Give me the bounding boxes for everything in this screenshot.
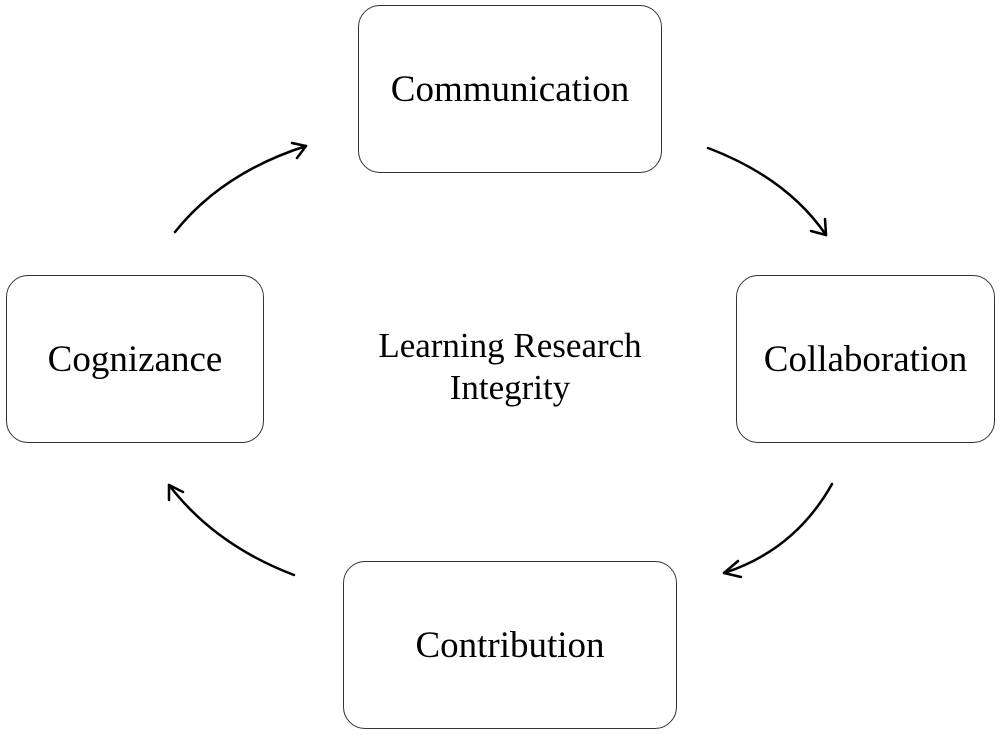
center-title: Learning Research Integrity [330,325,690,409]
arrow-collaboration-to-contribution [722,482,834,579]
arrow-contribution-to-cognizance [167,483,296,577]
node-collaboration: Collaboration [736,275,995,443]
arrow-cognizance-to-communication [173,141,308,234]
arrow-communication-to-collaboration [706,146,828,237]
node-cognizance: Cognizance [6,275,264,443]
node-communication-label: Communication [390,68,630,110]
center-title-line2: Integrity [449,368,571,407]
node-communication: Communication [358,5,662,173]
node-contribution-label: Contribution [415,624,605,666]
node-collaboration-label: Collaboration [763,338,968,380]
center-title-line1: Learning Research [378,326,642,365]
node-cognizance-label: Cognizance [47,338,223,380]
node-contribution: Contribution [343,561,677,729]
